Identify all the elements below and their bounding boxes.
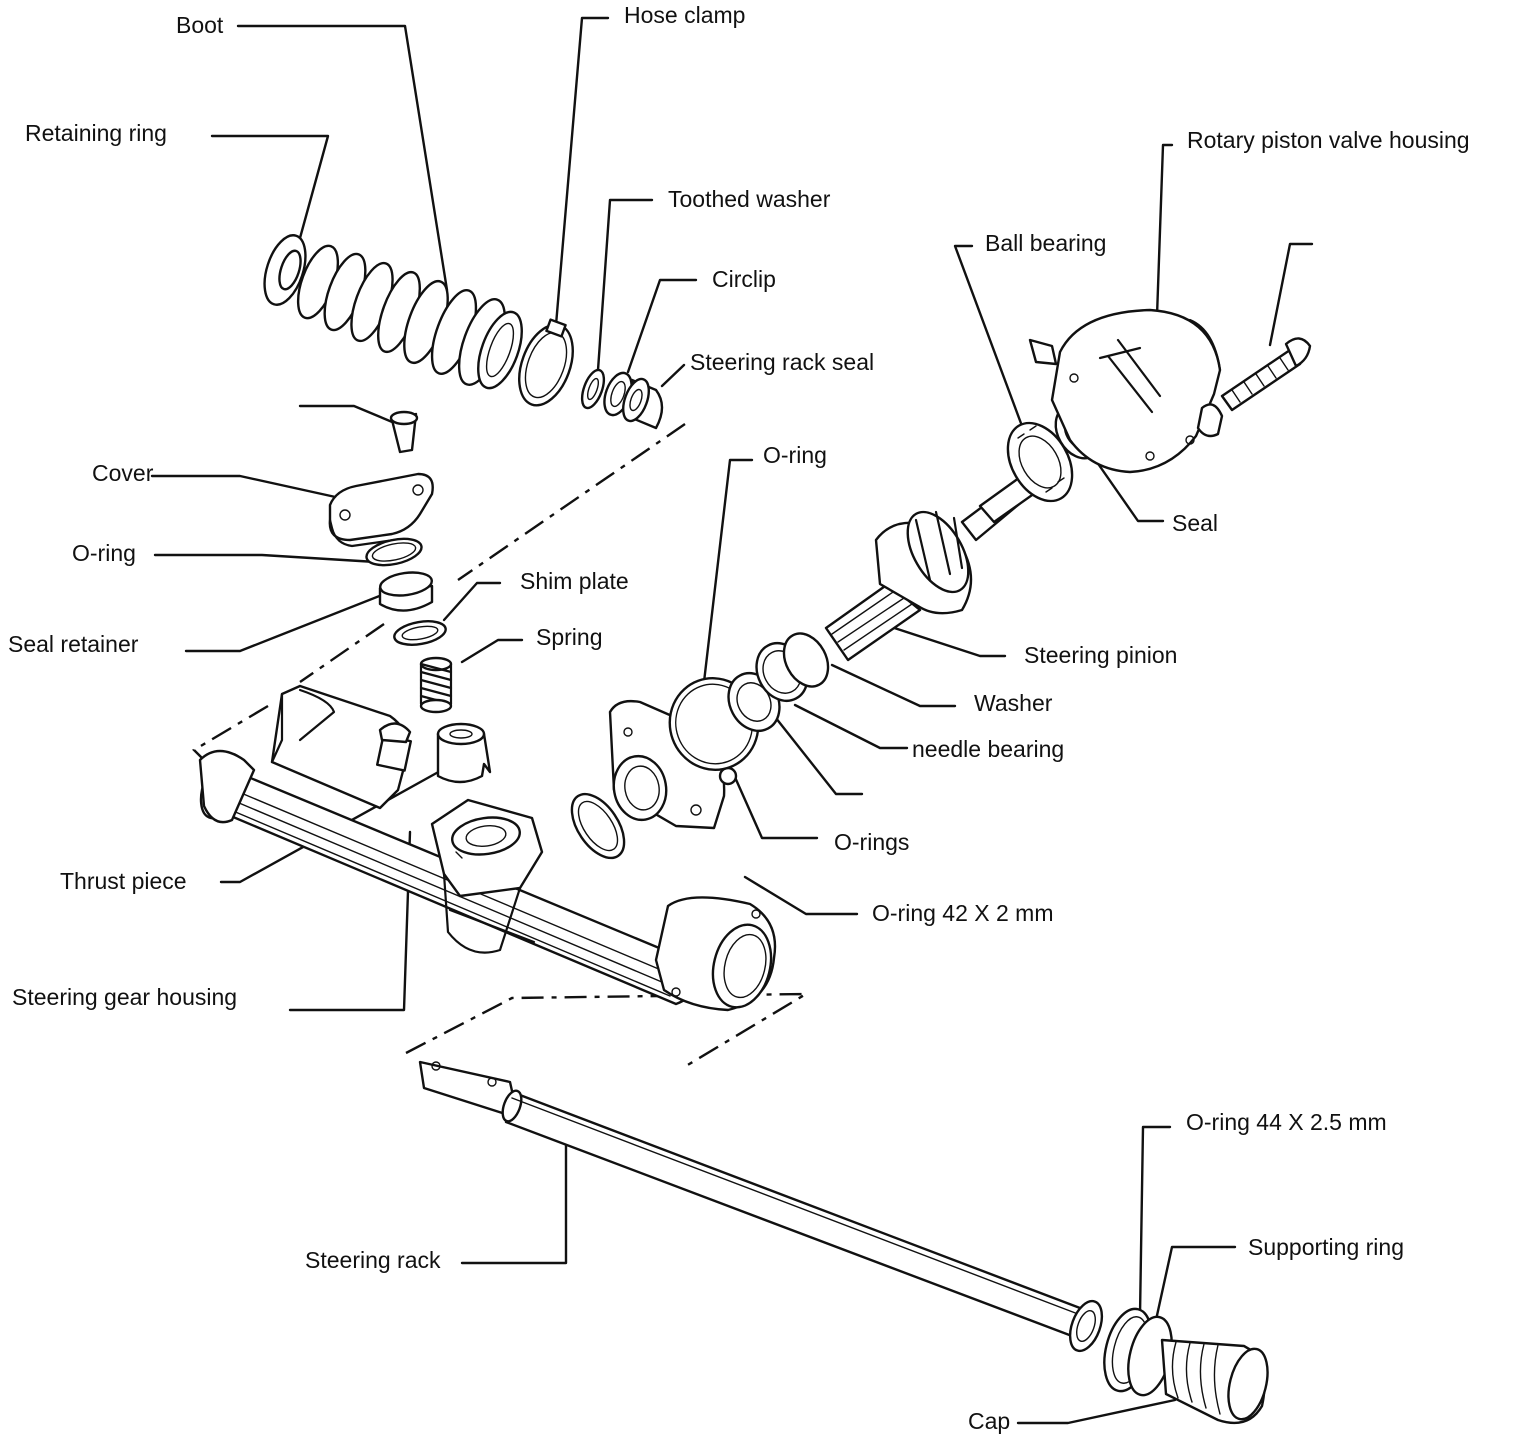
cap-part: [1160, 1338, 1269, 1425]
cover-stack: [328, 410, 492, 784]
label-seal-retainer: Seal retainer: [8, 631, 139, 657]
label-o-rings: O-rings: [834, 829, 909, 855]
boot-part: [296, 244, 523, 390]
label-ball-bearing: Ball bearing: [985, 230, 1106, 256]
housing-bolt-part: [1220, 337, 1312, 412]
label-steering-rack-seal: Steering rack seal: [690, 349, 874, 375]
label-needle-bearing: needle bearing: [912, 736, 1064, 762]
label-thrust-piece: Thrust piece: [60, 868, 187, 894]
label-o-ring-pinion: O-ring: [763, 442, 827, 468]
label-steering-pinion: Steering pinion: [1024, 642, 1177, 668]
shim-plate-part: [393, 620, 447, 646]
label-circlip: Circlip: [712, 266, 776, 292]
steering-rack-seal-part: [622, 377, 664, 430]
rotary-piston-valve-housing-part: [1028, 308, 1224, 474]
label-o-ring-cover: O-ring: [72, 540, 136, 566]
hose-clamp-part: [518, 318, 574, 407]
steering-pinion-part: [824, 468, 1044, 662]
o-ring-42-part: [570, 792, 626, 860]
label-retaining-ring: Retaining ring: [25, 120, 167, 146]
label-hose-clamp: Hose clamp: [624, 2, 745, 28]
steering-gear-housing-part: [198, 684, 777, 1012]
washer-part: [755, 632, 830, 702]
label-cap: Cap: [968, 1408, 1010, 1434]
label-washer: Washer: [974, 690, 1053, 716]
label-o-ring-44: O-ring 44 X 2.5 mm: [1186, 1109, 1387, 1135]
cover-bolt-part: [389, 410, 419, 454]
label-steering-gear-housing: Steering gear housing: [12, 984, 237, 1010]
label-cover: Cover: [92, 460, 154, 486]
label-spring: Spring: [536, 624, 602, 650]
labels: Boot Hose clamp Retaining ring Toothed w…: [8, 2, 1470, 1434]
label-boot: Boot: [176, 12, 224, 38]
toothed-washer-part: [580, 368, 606, 410]
cover-part: [328, 472, 434, 548]
thrust-piece-part: [436, 722, 492, 784]
label-rotary-piston-valve-housing: Rotary piston valve housing: [1187, 127, 1470, 153]
label-toothed-washer: Toothed washer: [668, 186, 831, 212]
label-shim-plate: Shim plate: [520, 568, 629, 594]
spring-part: [419, 656, 453, 714]
o-ring-cover-part: [365, 537, 423, 567]
label-supporting-ring: Supporting ring: [1248, 1234, 1404, 1260]
label-seal: Seal: [1172, 510, 1218, 536]
steering-rack-part: [418, 1060, 1104, 1353]
label-o-ring-42: O-ring 42 X 2 mm: [872, 900, 1054, 926]
boot-assembly: [263, 234, 664, 430]
seal-retainer-part: [378, 571, 434, 612]
label-steering-rack: Steering rack: [305, 1247, 441, 1273]
